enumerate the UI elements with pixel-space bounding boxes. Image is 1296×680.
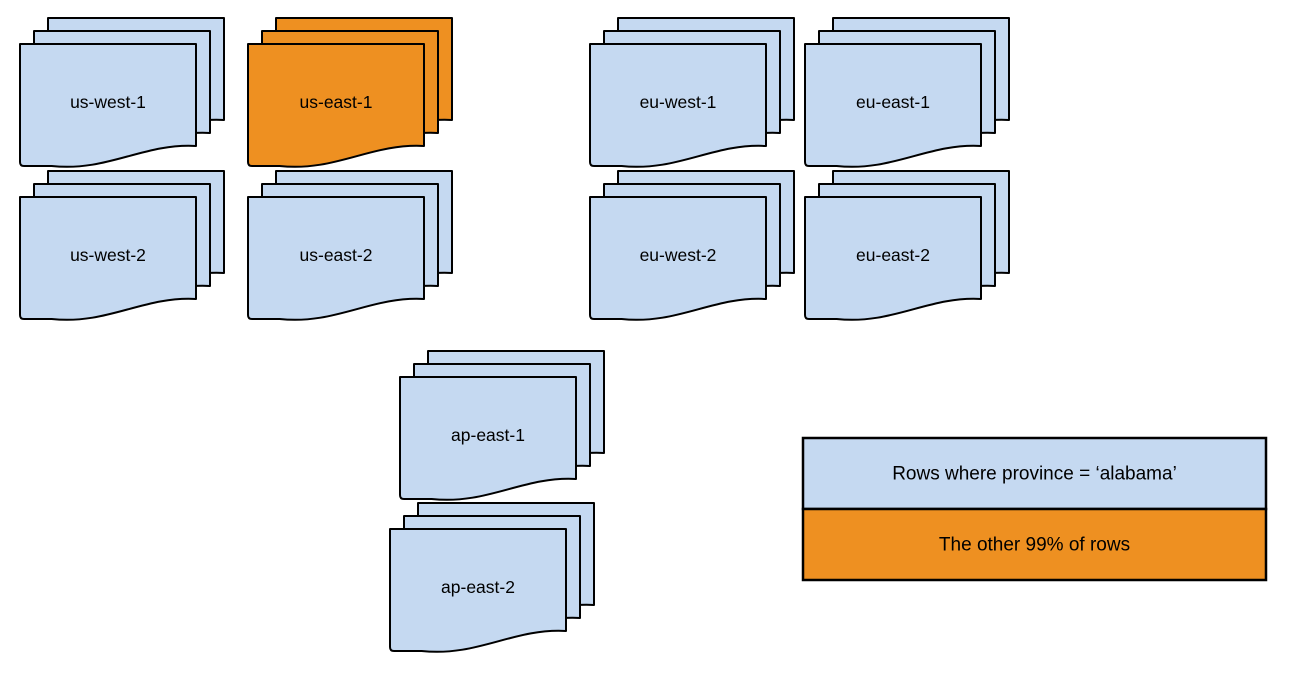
legend-layer: Rows where province = ‘alabama’ The other… (801, 436, 1268, 582)
document-stack-us-west-2[interactable]: us-west-2 (19, 170, 225, 321)
document-stack-eu-east-1[interactable]: eu-east-1 (804, 17, 1010, 168)
document-stack-eu-east-2[interactable]: eu-east-2 (804, 170, 1010, 321)
document-sheet (19, 196, 197, 321)
document-stack-eu-west-2[interactable]: eu-west-2 (589, 170, 795, 321)
legend-swatch-blue (801, 436, 1268, 511)
legend-blue-label: Rows where province = ‘alabama’ (892, 464, 1177, 485)
stack-label-us-east-1: us-east-1 (300, 92, 373, 112)
document-sheet (389, 528, 567, 653)
stack-label-eu-west-2: eu-west-2 (640, 245, 717, 265)
document-sheet (589, 43, 767, 168)
stack-label-us-west-1: us-west-1 (70, 92, 146, 112)
stack-label-ap-east-2: ap-east-2 (441, 577, 515, 597)
stack-label-eu-east-1: eu-east-1 (856, 92, 930, 112)
stack-label-eu-west-1: eu-west-1 (640, 92, 717, 112)
document-sheet (247, 43, 425, 168)
document-sheet (804, 196, 982, 321)
document-sheet (247, 196, 425, 321)
document-sheet (804, 43, 982, 168)
stack-label-us-west-2: us-west-2 (70, 245, 146, 265)
document-stack-us-east-2[interactable]: us-east-2 (247, 170, 453, 321)
stack-label-eu-east-2: eu-east-2 (856, 245, 930, 265)
stacks-layer: us-west-1 us-east-1 eu-west-1 eu-east-1 us-w… (19, 17, 1010, 653)
document-sheet (399, 376, 577, 501)
legend-swatch-orange (801, 507, 1268, 582)
legend-orange-label: The other 99% of rows (939, 535, 1130, 556)
document-stack-eu-west-1[interactable]: eu-west-1 (589, 17, 795, 168)
document-stack-us-east-1[interactable]: us-east-1 (247, 17, 453, 168)
document-sheet (589, 196, 767, 321)
stack-label-ap-east-1: ap-east-1 (451, 425, 525, 445)
document-stack-us-west-1[interactable]: us-west-1 (19, 17, 225, 168)
document-sheet (19, 43, 197, 168)
document-stack-ap-east-2[interactable]: ap-east-2 (389, 502, 595, 653)
document-stack-ap-east-1[interactable]: ap-east-1 (399, 350, 605, 501)
stack-label-us-east-2: us-east-2 (300, 245, 373, 265)
